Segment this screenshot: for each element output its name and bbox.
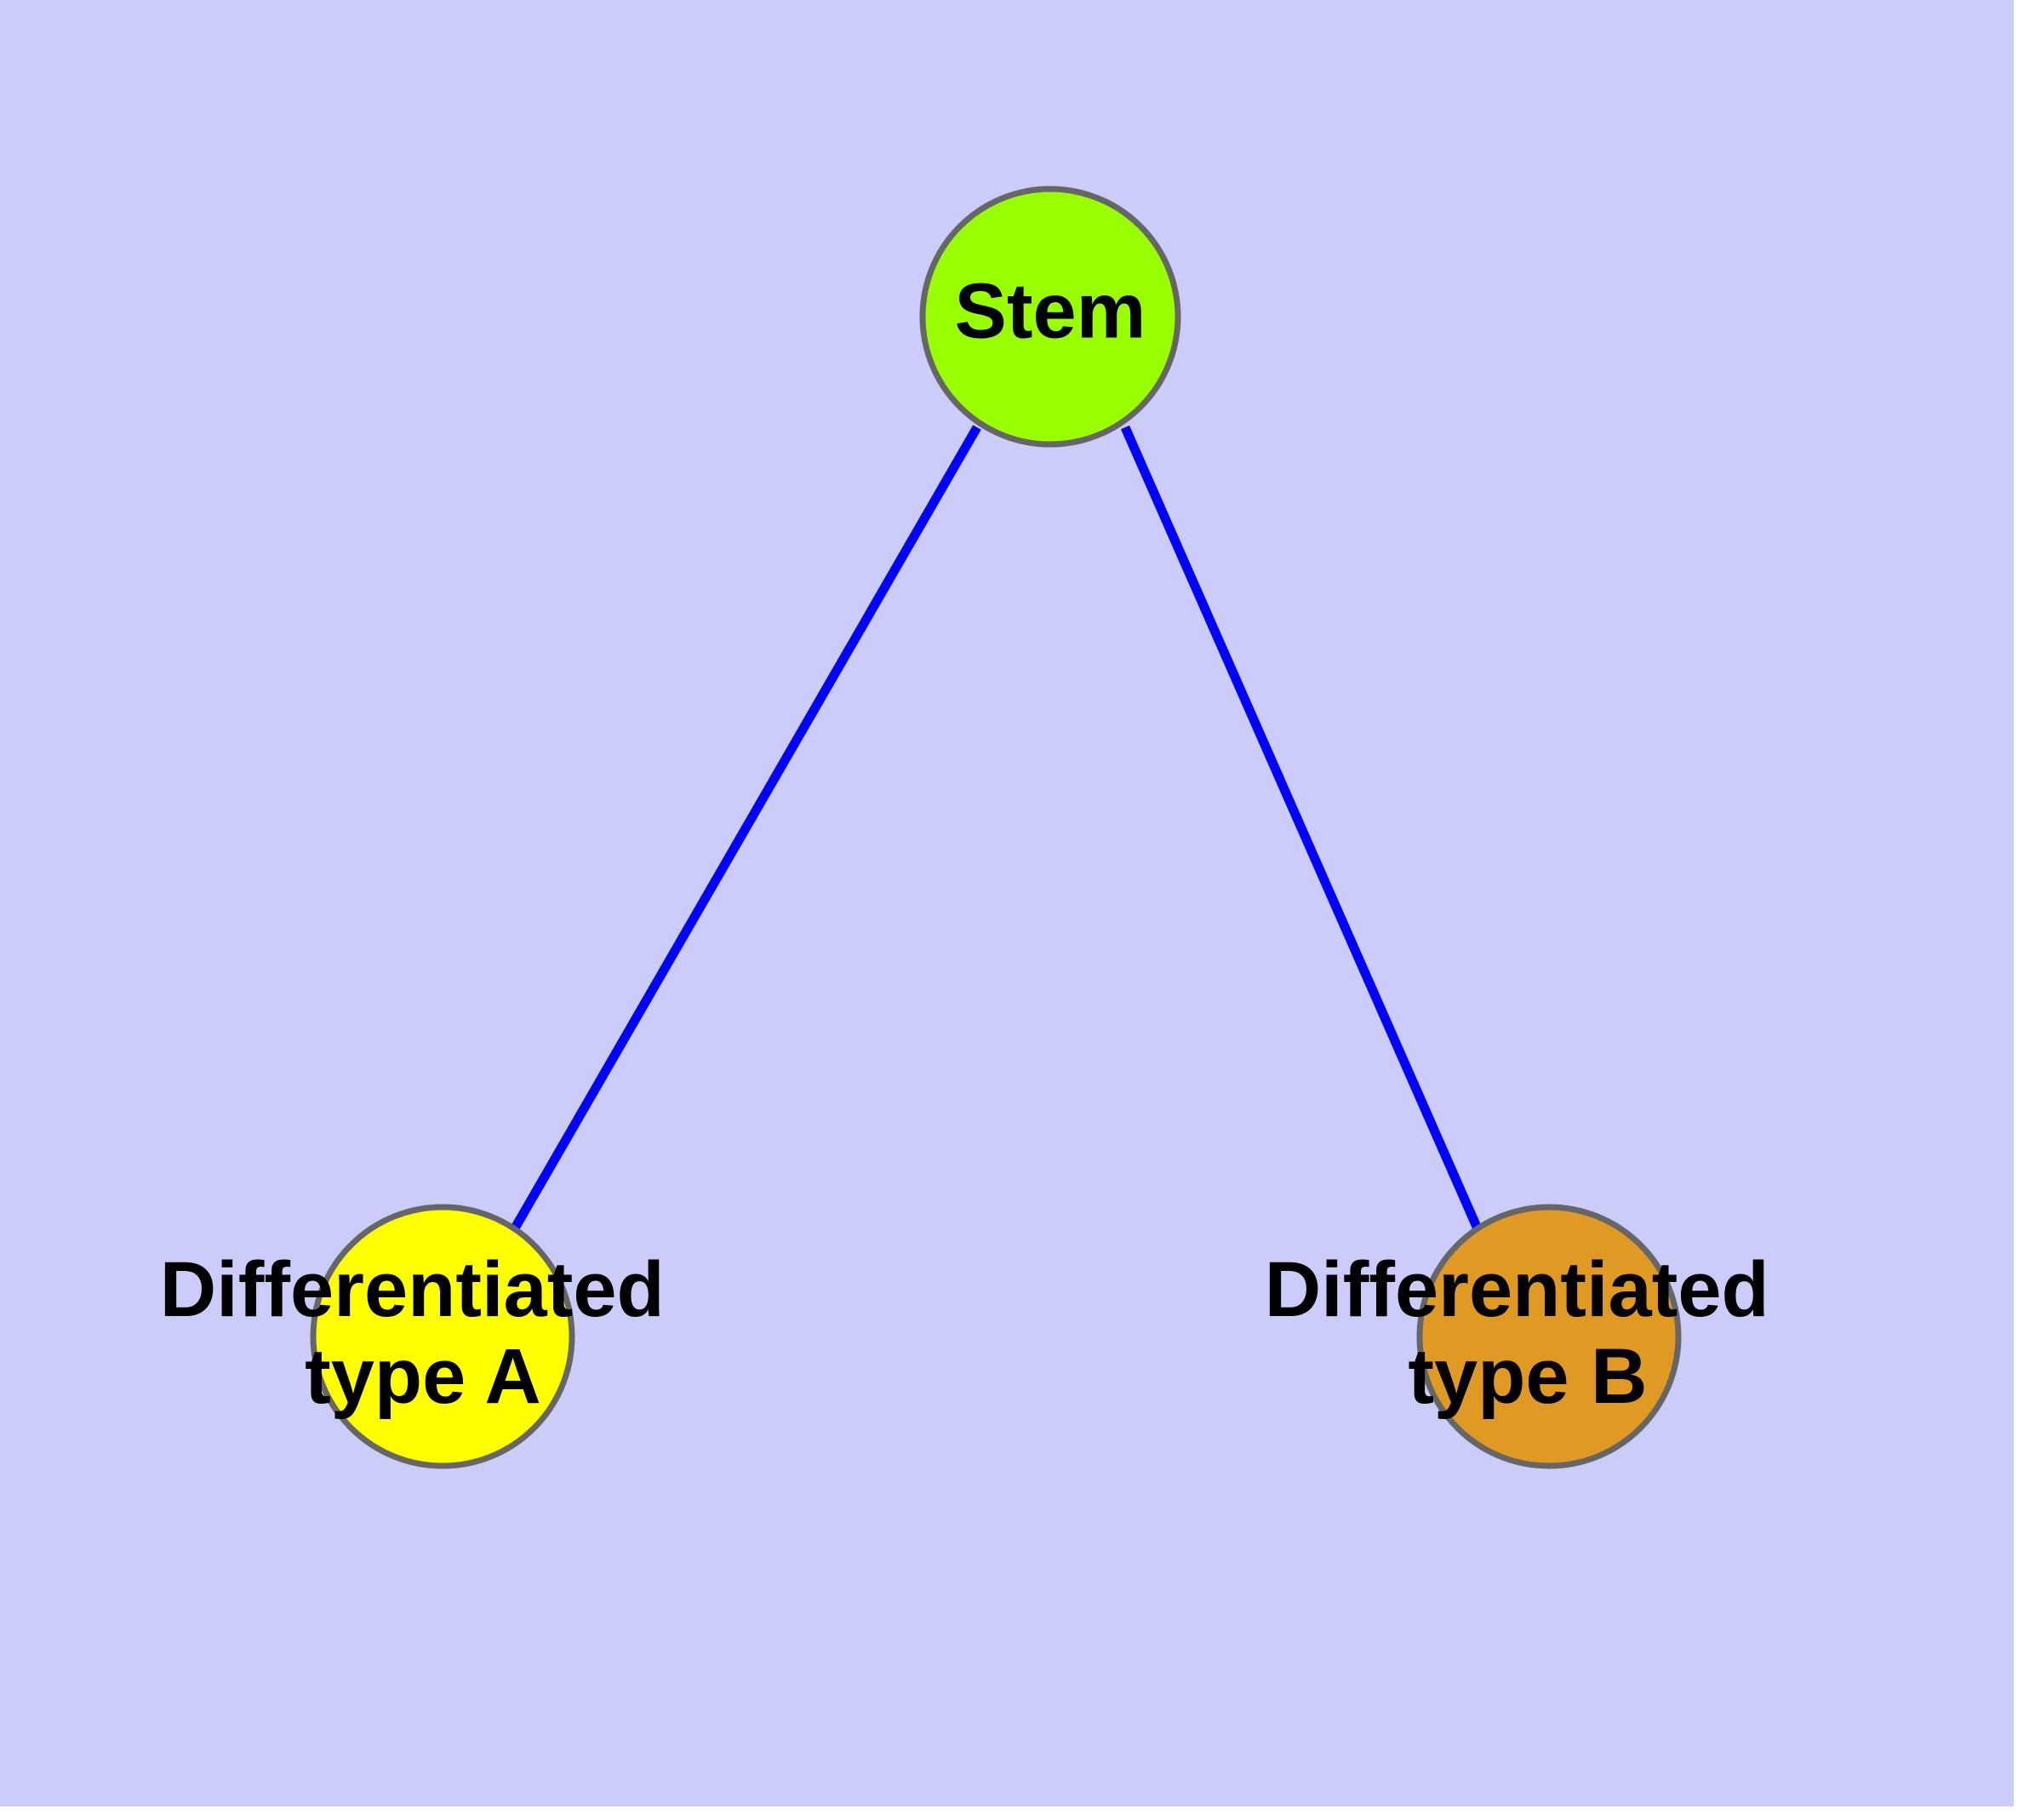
node-stem[interactable] xyxy=(919,186,1181,448)
node-differentiated-type-a-label: Differentiated type A xyxy=(160,1246,687,1420)
node-differentiated-type-a-label-line-1: Differentiated xyxy=(160,1246,665,1333)
edges-layer xyxy=(512,425,1482,1229)
node-differentiated-type-a-label-line-2: type A xyxy=(305,1333,541,1420)
node-differentiated-type-b-label: Differentiated type B xyxy=(1265,1246,1792,1420)
edge-stem-to-differentiated-type-a[interactable] xyxy=(512,425,981,1229)
node-differentiated-type-a[interactable] xyxy=(310,1204,575,1469)
node-differentiated-type-b-circle[interactable] xyxy=(1416,1204,1682,1469)
labels-layer: Stem Differentiated type A Differentiate… xyxy=(160,267,1792,1420)
node-stem-label: Stem xyxy=(955,267,1146,354)
node-differentiated-type-b-label-line-2: type B xyxy=(1408,1333,1647,1420)
edge-stem-to-differentiated-type-b[interactable] xyxy=(1120,425,1482,1229)
nodes-layer xyxy=(310,186,1682,1469)
node-differentiated-type-a-circle[interactable] xyxy=(310,1204,575,1469)
node-differentiated-type-b[interactable] xyxy=(1416,1204,1682,1469)
node-differentiated-type-b-label-line-1: Differentiated xyxy=(1265,1246,1769,1333)
node-stem-circle[interactable] xyxy=(919,186,1181,448)
